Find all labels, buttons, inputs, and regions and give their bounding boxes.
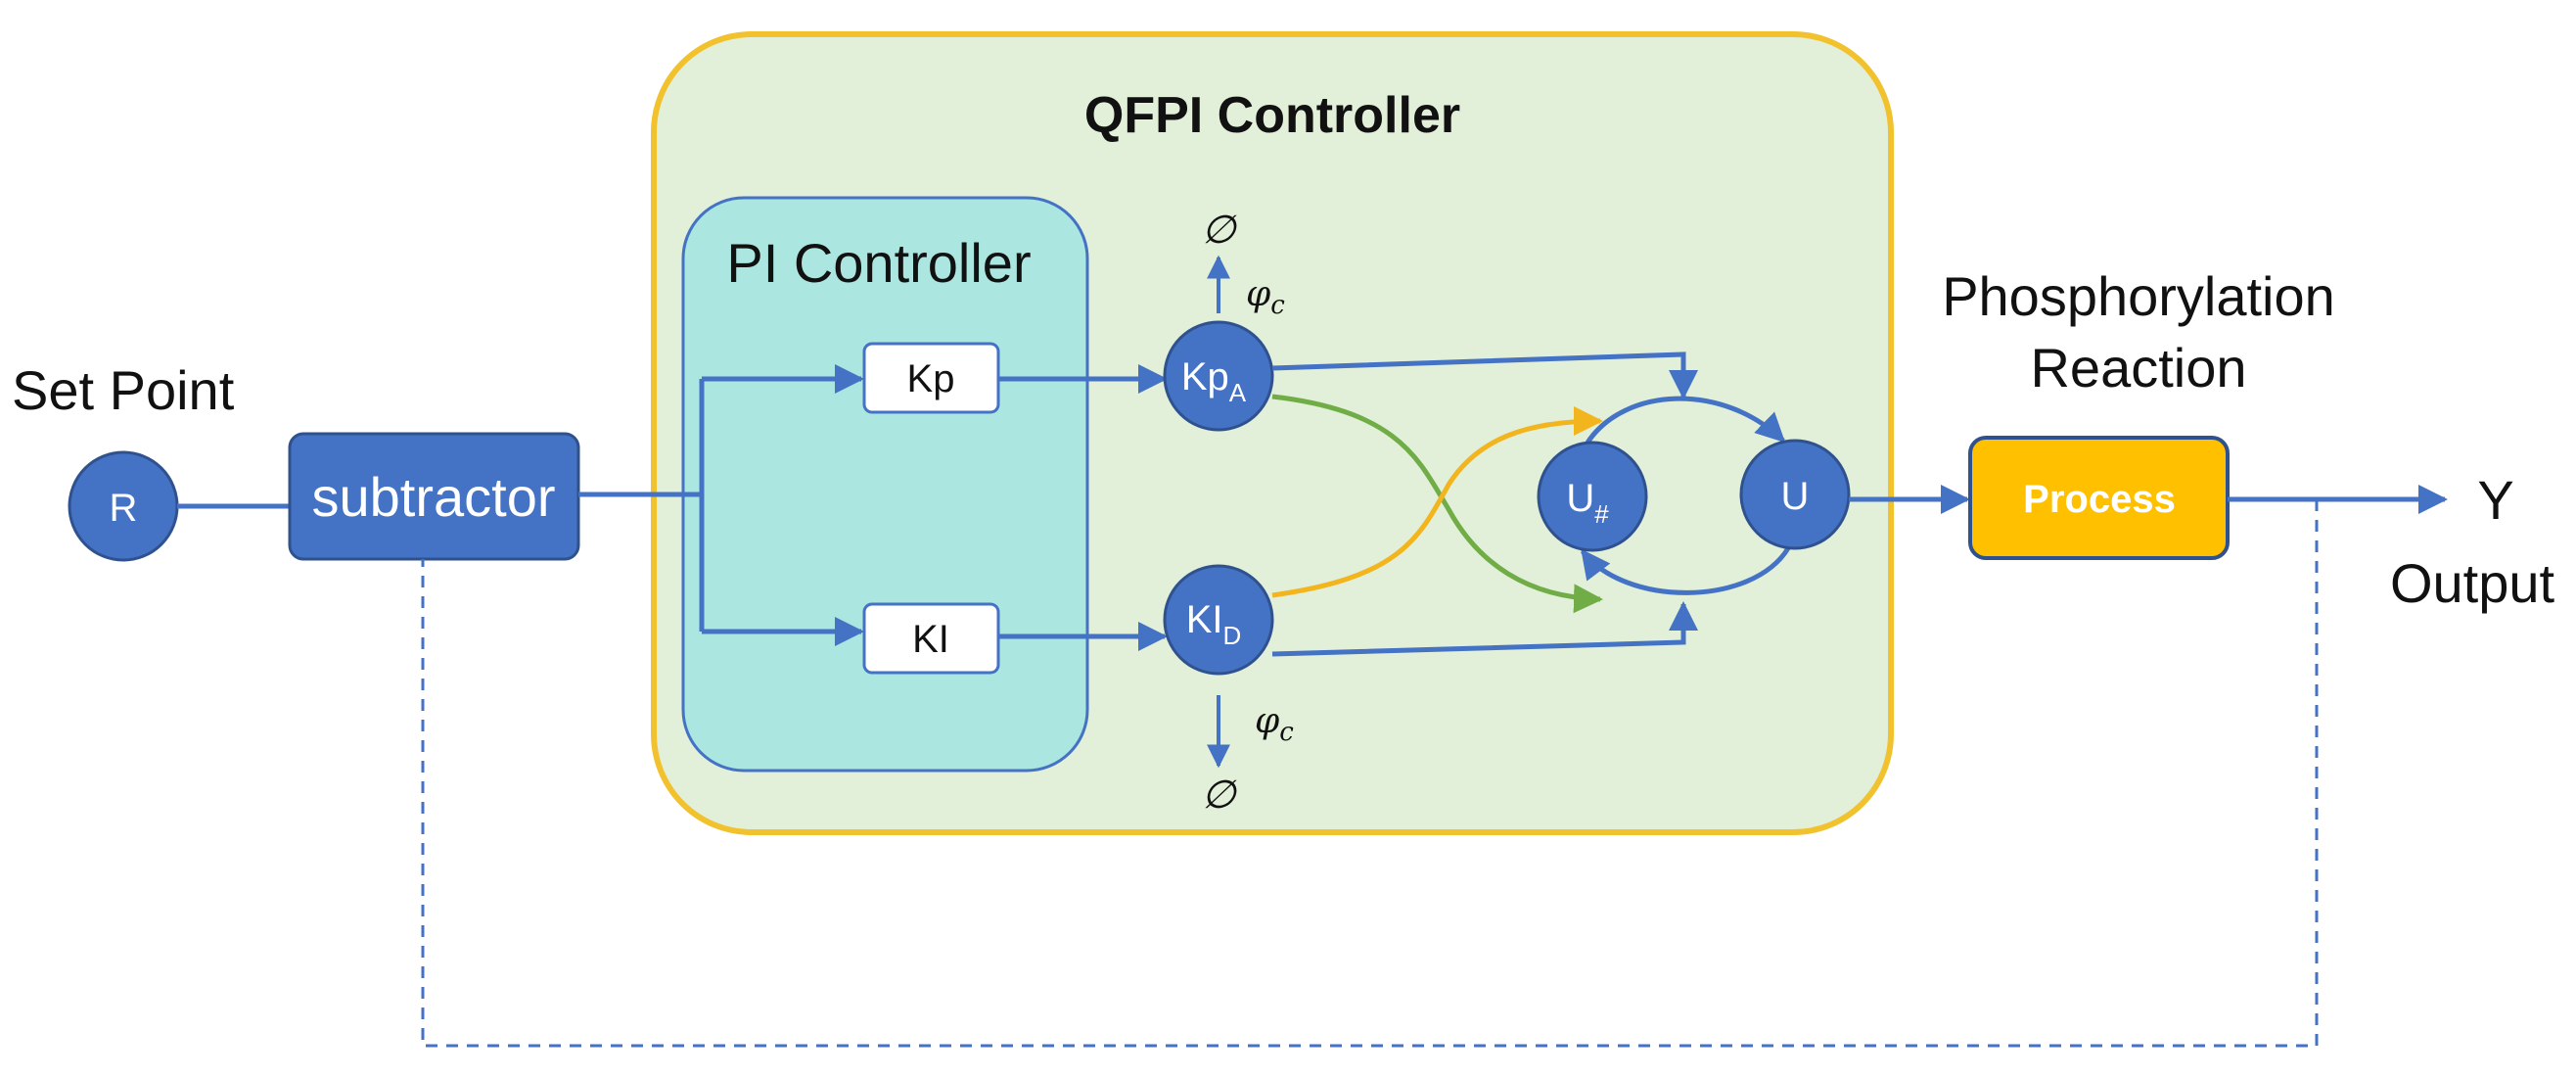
uhash-node	[1537, 441, 1648, 552]
qfpi-title: QFPI Controller	[1084, 87, 1460, 144]
edge-u-to-uhash-bottom	[1581, 546, 1791, 595]
edge-kid-to-uhash-orange	[1271, 406, 1603, 598]
phi-top: φc	[1246, 274, 1285, 320]
set-point-label: Set Point	[12, 359, 235, 421]
feedback-loop	[421, 499, 2319, 1048]
u-label: U	[1781, 475, 1810, 518]
ki-label: KI	[912, 618, 949, 661]
null-top: ∅	[1202, 208, 1238, 253]
pi-title: PI Controller	[726, 232, 1031, 294]
phi-bottom: φc	[1255, 701, 1294, 747]
kpa-node	[1163, 320, 1274, 432]
process-label: Process	[2023, 478, 2176, 521]
kid-node	[1163, 564, 1274, 676]
output-label: Output	[2390, 552, 2555, 614]
u-node	[1739, 439, 1851, 550]
kid-label: KID	[1186, 598, 1242, 650]
kpa-label: KpA	[1181, 355, 1247, 407]
subtractor-label: subtractor	[312, 466, 556, 528]
edge-kid-catalysis	[1271, 601, 1698, 657]
setpoint-r-label: R	[110, 487, 138, 530]
edge-kpa-to-uhash-green	[1271, 394, 1603, 614]
phosphorylation-label: Phosphorylation	[1942, 265, 2335, 327]
kp-label: Kp	[907, 357, 955, 400]
null-bottom: ∅	[1202, 773, 1238, 818]
output-y: Y	[2477, 469, 2513, 531]
reaction-label: Reaction	[2030, 337, 2246, 398]
uhash-label: U#	[1566, 477, 1609, 529]
edge-kpa-catalysis	[1271, 352, 1698, 399]
